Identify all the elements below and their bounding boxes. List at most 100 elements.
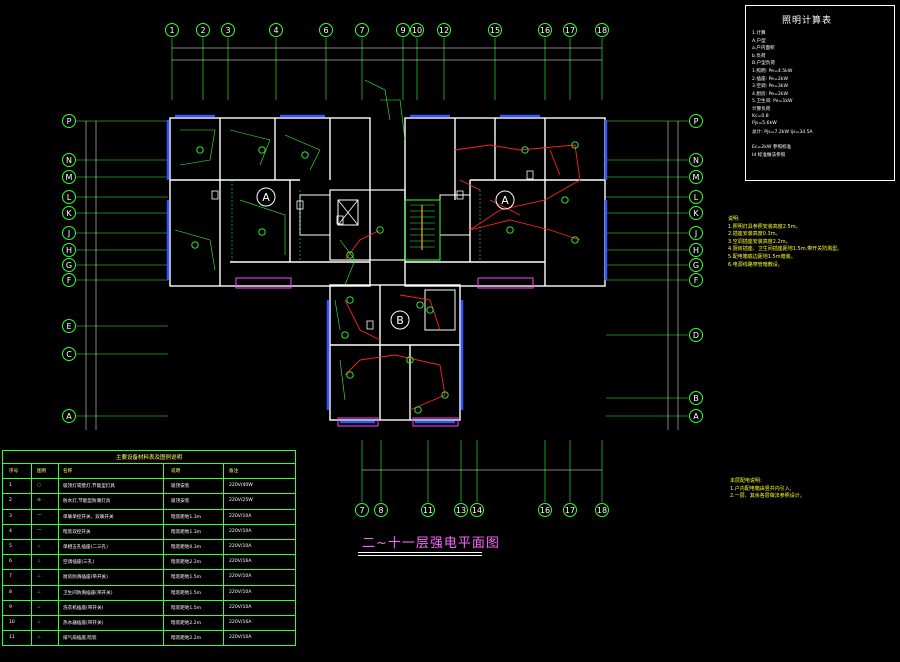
table-cell: ○ [37, 483, 42, 489]
grid-top-15-label: 15 [490, 26, 500, 35]
table-cell: 1 [9, 483, 12, 489]
balcony-bottom-2 [412, 417, 459, 427]
lighting-wire [380, 99, 406, 141]
table-cell: 5 [9, 544, 12, 549]
grid-left-N: N [62, 153, 76, 167]
unit-label-1: A [495, 190, 515, 210]
grid-top-15-circle [488, 23, 502, 37]
grid-right-N-label: N [693, 156, 699, 165]
grid-left-E-label: E [66, 322, 71, 331]
light-fixture [441, 391, 449, 399]
grid-top-4-label: 4 [273, 26, 278, 35]
table-title: 主要设备材料表及图例说明 [115, 455, 182, 461]
table-cell: 220V/10A [229, 604, 252, 610]
table-header-row: 序号图例名称说明备注 [3, 463, 295, 478]
grid-bottom-7-label: 7 [359, 506, 364, 515]
elevator-shaft [337, 199, 359, 226]
unit-label-text: A [501, 194, 509, 207]
grid-right-M-circle [689, 170, 703, 184]
grid-bottom-14: 14 [470, 503, 484, 517]
light-fixture [561, 196, 569, 204]
table-cell: 9 [9, 604, 12, 610]
circuit-wire [454, 144, 581, 231]
table-cell: 排气扇插座,暗装 [63, 636, 97, 642]
title-underline [358, 552, 482, 553]
table-cell: 暗装距地0.3m [171, 545, 202, 550]
grid-right-N-circle [689, 153, 703, 167]
grid-left-H-circle [62, 243, 76, 257]
circuit-wire [344, 299, 381, 341]
light-fixture [376, 226, 384, 234]
legend-line: 5.卫生间: Pe=1kW [752, 99, 793, 105]
grid-top-3-circle [221, 23, 235, 37]
grid-right-B-label: B [693, 394, 699, 403]
table-cell: ⊥ [37, 620, 42, 625]
distribution-box [296, 200, 304, 210]
grid-right-F-label: F [694, 276, 699, 285]
legend-line: Kc=0.8 [752, 113, 769, 119]
grid-left-N-label: N [66, 156, 72, 165]
grid-right-F-circle [689, 273, 703, 287]
table-cell: 热水器插座(带开关) [63, 621, 104, 626]
table-cell: 暗装距地2.2m [171, 621, 202, 626]
grid-left-P: P [62, 114, 76, 128]
grid-left-G-circle [62, 258, 76, 272]
grid-top-9-label: 9 [400, 26, 405, 35]
grid-top-7-label: 7 [359, 26, 364, 35]
table-cell: 卫生间防溅插座(带开关) [63, 590, 113, 596]
grid-top-10-label: 10 [412, 26, 422, 35]
circuit-wire [489, 199, 521, 216]
grid-right-H-label: H [693, 246, 699, 255]
light-fixture [191, 241, 199, 249]
grid-bottom-11-circle [421, 503, 435, 517]
table-cell: 7 [9, 574, 12, 580]
circuit-wire [344, 229, 381, 261]
grid-right-H: H [689, 243, 703, 257]
table-cell: 暗装距地2.2m [171, 636, 202, 642]
grid-left-M-label: M [66, 173, 73, 182]
grid-left-H-label: H [66, 246, 72, 255]
grid-right-G: G [689, 258, 703, 272]
grid-right-F: F [689, 273, 703, 287]
grid-top-17-label: 17 [565, 26, 575, 35]
grid-right-K-circle [689, 206, 703, 220]
grid-right-B-circle [689, 391, 703, 405]
light-fixture [571, 141, 579, 149]
grid-top-9: 9 [396, 23, 410, 37]
grid-top-6-circle [319, 23, 333, 37]
grid-left-F-circle [62, 273, 76, 287]
table-cell: 暗装距地1.3m [171, 529, 202, 535]
grid-lines [76, 38, 688, 502]
grid-right-P-label: P [694, 117, 699, 126]
grid-left-A: A [62, 409, 76, 423]
lighting-wire [179, 129, 216, 166]
grid-right-L-circle [689, 190, 703, 204]
grid-top-3-label: 3 [225, 26, 230, 35]
conduit-dashed [231, 180, 481, 262]
note-line: 1.照明灯具参照安装高度2.5m。 [728, 223, 801, 230]
table-cell: 备注 [229, 469, 239, 474]
unit-label-text: B [396, 314, 404, 327]
grid-bottom-8-circle [374, 503, 388, 517]
grid-bottom-17-label: 17 [565, 506, 575, 515]
light-fixture [258, 228, 266, 236]
grid-bottom-16: 16 [538, 503, 552, 517]
table-column-divider [31, 463, 32, 645]
grid-right-G-circle [689, 258, 703, 272]
table-cell: 暗装距地1.3m [171, 514, 202, 520]
grid-right-J: J [689, 226, 703, 240]
light-fixture [346, 296, 354, 304]
grid-top-6: 6 [319, 23, 333, 37]
unit-label-circle [256, 187, 276, 207]
grid-right-P-circle [689, 114, 703, 128]
circuit-wire [469, 219, 581, 241]
table-cell: 单相五孔插座(二三孔) [63, 545, 108, 550]
grid-top-2-label: 2 [200, 26, 205, 35]
